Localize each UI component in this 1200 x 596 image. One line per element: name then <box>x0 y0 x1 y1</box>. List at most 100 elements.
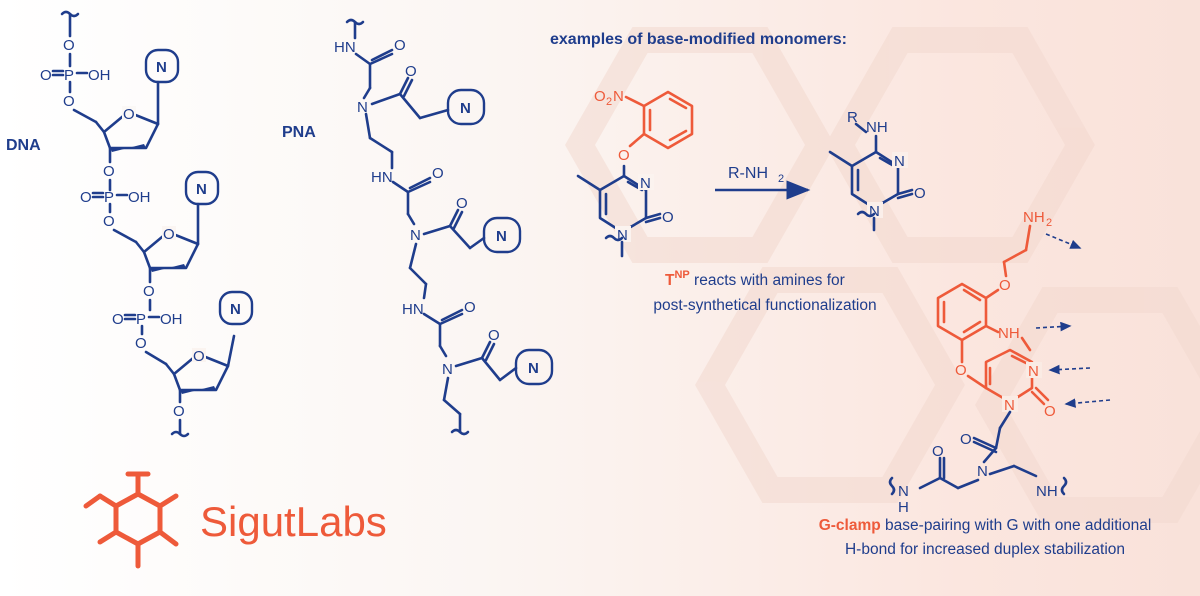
sigutlabs-logo: SigutLabs <box>83 471 387 569</box>
carbonyl-oxygen: O <box>432 165 444 182</box>
wavy-bond <box>604 234 624 242</box>
oxygen-atom: O <box>173 403 185 420</box>
phosphorus-atom: P <box>64 67 74 84</box>
amine-nh: NH <box>866 119 888 136</box>
amide-h: H <box>898 499 909 516</box>
ring-nh: NH <box>998 325 1020 342</box>
ring-nitrogen: N <box>1028 363 1039 380</box>
carbonyl-oxygen: O <box>914 185 926 202</box>
nucleobase-label: N <box>196 181 207 198</box>
oxygen-atom: O <box>112 311 124 328</box>
nitro-oxygen: O <box>594 88 606 105</box>
ring-oxygen: O <box>955 362 967 379</box>
tnp-symbol: T <box>665 272 675 289</box>
backbone-nitrogen: N <box>977 463 988 480</box>
oxygen-atom: O <box>80 189 92 206</box>
amide-nh: N <box>898 483 909 500</box>
reagent-label: R-NH <box>728 165 768 182</box>
ring-oxygen: O <box>163 226 175 243</box>
reaction-arrow: R-NH 2 <box>715 165 811 200</box>
terminal-amine: NH <box>1023 209 1045 226</box>
nucleobase-box <box>144 48 180 84</box>
svg-text:G-clamp base-pairing with G wi: G-clamp base-pairing with G with one add… <box>819 517 1152 534</box>
gclamp-caption-line1: base-pairing with G with one additional <box>881 517 1152 534</box>
backbone-nitrogen: N <box>410 227 421 244</box>
nucleobase-box <box>218 290 254 326</box>
gclamp-caption: G-clamp base-pairing with G with one add… <box>819 517 1152 558</box>
backbone-nitrogen: N <box>357 99 368 116</box>
phosphorus-atom: P <box>104 189 114 206</box>
tnp-caption-line1: reacts with amines for <box>690 272 845 289</box>
ring-nitrogen: N <box>1004 397 1015 414</box>
ring-nitrogen: N <box>617 227 628 244</box>
ether-oxygen: O <box>999 277 1011 294</box>
pna-structure: PNA HN O N O N HN O N O <box>282 18 554 436</box>
oxygen-atom: O <box>135 335 147 352</box>
nucleobase-label: N <box>528 360 539 377</box>
carbonyl-oxygen: O <box>1044 403 1056 420</box>
wavy-bond <box>1060 476 1068 496</box>
ring-nitrogen: N <box>640 175 651 192</box>
hydroxyl-group: OH <box>128 189 151 206</box>
pna-label: PNA <box>282 124 316 141</box>
carbonyl-oxygen: O <box>662 209 674 226</box>
nucleobase-box <box>446 88 486 126</box>
hydroxyl-group: OH <box>88 67 111 84</box>
dna-label: DNA <box>6 137 41 154</box>
carbonyl-oxygen: O <box>488 327 500 344</box>
ring-oxygen: O <box>193 348 205 365</box>
tnp-molecule: O 2 N O N N O <box>576 88 694 258</box>
amine-subscript: 2 <box>1046 217 1052 229</box>
reagent-subscript: 2 <box>778 173 784 185</box>
product-molecule: R NH N N O <box>828 109 926 232</box>
oxygen-atom: O <box>103 213 115 230</box>
carbonyl-oxygen: O <box>456 195 468 212</box>
ring-nitrogen: N <box>894 153 905 170</box>
wavy-bond <box>856 210 876 218</box>
hydroxyl-group: OH <box>160 311 183 328</box>
nucleobase-box <box>482 216 522 254</box>
carbonyl-oxygen: O <box>464 299 476 316</box>
hexagon-logo-icon <box>83 471 179 569</box>
ring-oxygen: O <box>123 106 135 123</box>
dna-structure: DNA O O P OH O O N O O P OH <box>6 10 254 438</box>
wavy-bond <box>450 428 470 436</box>
phosphorus-atom: P <box>136 311 146 328</box>
oxygen-atom: O <box>40 67 52 84</box>
nitro-nitrogen: N <box>613 88 624 105</box>
nucleobase-label: N <box>460 100 471 117</box>
amine-nh: HN <box>371 169 393 186</box>
monomers-heading: examples of base-modified monomers: <box>550 31 847 48</box>
amine-nh: NH <box>1036 483 1058 500</box>
oxygen-atom: O <box>143 283 155 300</box>
carbonyl-oxygen: O <box>960 431 972 448</box>
ether-oxygen: O <box>618 147 630 164</box>
gclamp-molecule: NH 2 O NH O N N O O N <box>888 209 1111 516</box>
oxygen-atom: O <box>63 93 75 110</box>
tnp-superscript: NP <box>674 269 689 281</box>
tnp-caption: TNP reacts with amines for post-syntheti… <box>653 269 876 314</box>
amide-nh: HN <box>334 39 356 56</box>
svg-text:TNP reacts with amines for: TNP reacts with amines for <box>665 269 845 289</box>
nucleobase-label: N <box>156 59 167 76</box>
carbonyl-oxygen: O <box>394 37 406 54</box>
backbone-nitrogen: N <box>442 361 453 378</box>
amine-nh: HN <box>402 301 424 318</box>
wavy-bond <box>888 476 896 496</box>
ring-nitrogen: N <box>869 203 880 220</box>
nucleobase-label: N <box>496 228 507 245</box>
logo-text: SigutLabs <box>200 498 387 545</box>
gclamp-caption-line2: H-bond for increased duplex stabilizatio… <box>845 541 1125 558</box>
nucleobase-label: N <box>230 301 241 318</box>
tnp-caption-line2: post-synthetical functionalization <box>653 297 876 314</box>
hbond-arrows <box>1035 233 1111 408</box>
nucleobase-box <box>514 348 554 386</box>
gclamp-name: G-clamp <box>819 517 881 534</box>
oxygen-atom: O <box>103 163 115 180</box>
carbonyl-oxygen: O <box>932 443 944 460</box>
r-group: R <box>847 109 858 126</box>
carbonyl-oxygen: O <box>405 63 417 80</box>
nucleobase-box <box>184 170 220 206</box>
wavy-bond <box>170 430 190 438</box>
